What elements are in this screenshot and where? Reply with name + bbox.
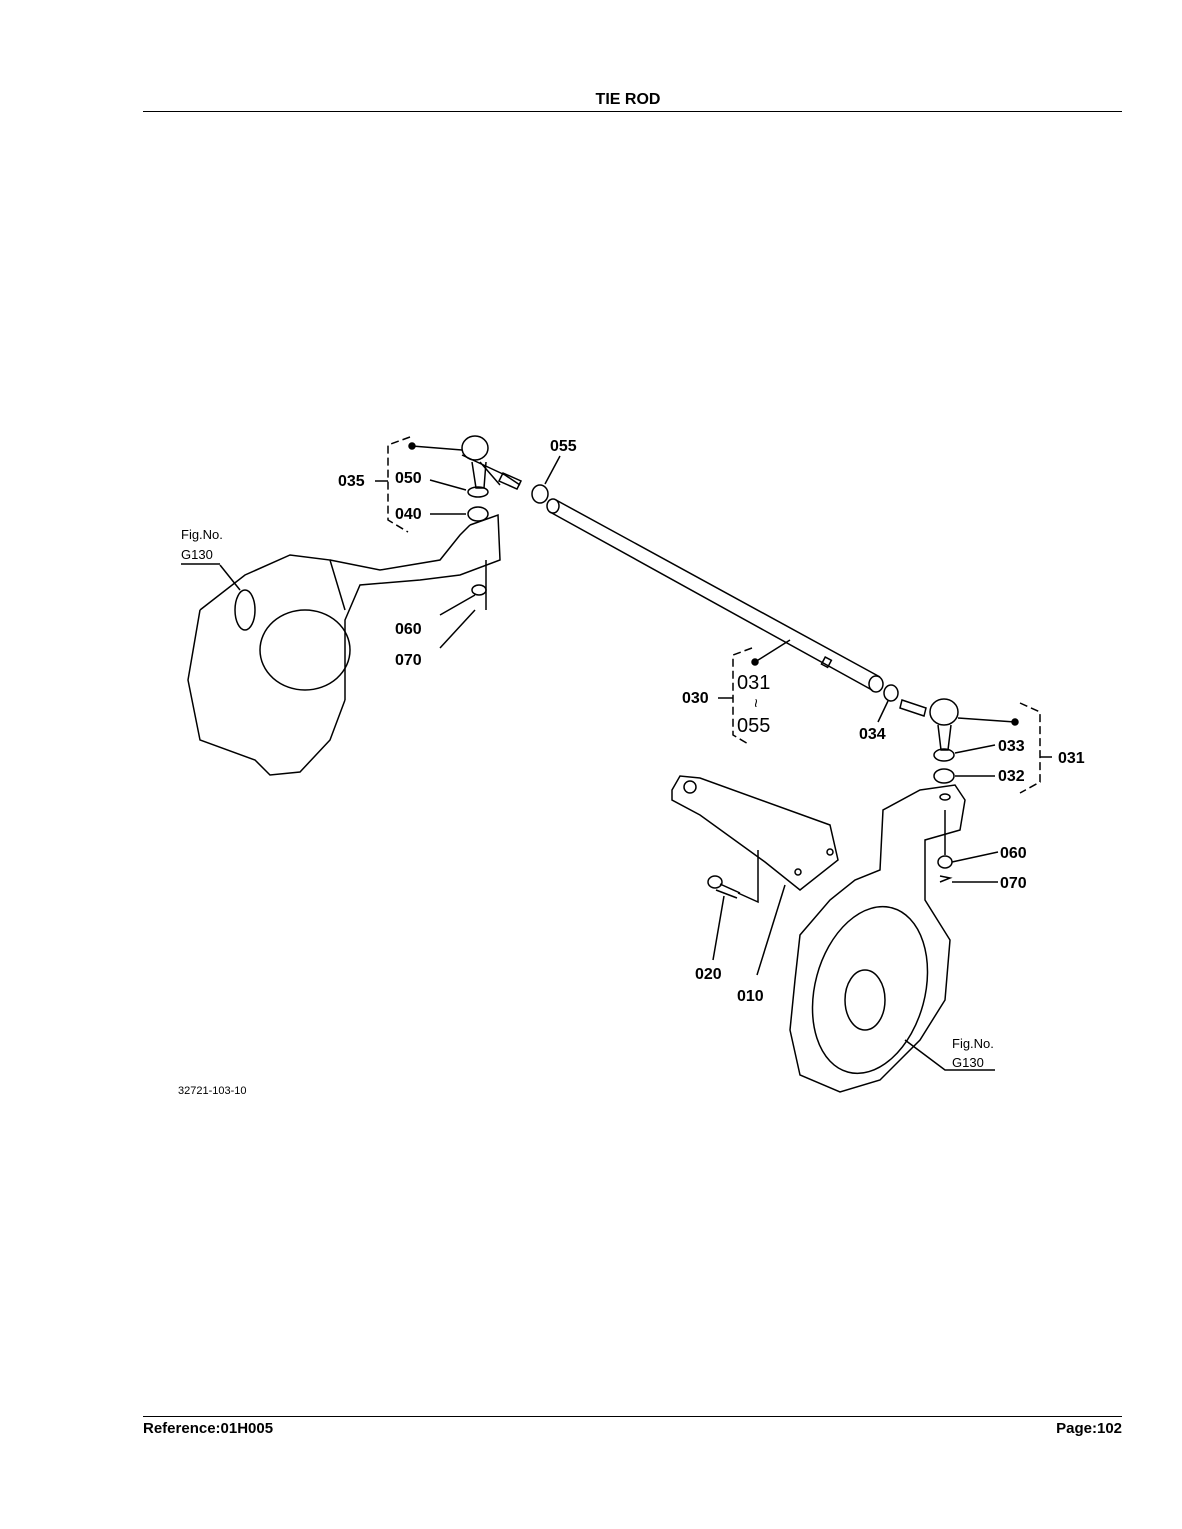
callout-020: 020 (695, 966, 722, 983)
footer-reference: Reference:01H005 (143, 1420, 274, 1437)
footer-page: Page:102 (1056, 1420, 1122, 1437)
lock-nut-055 (531, 455, 561, 504)
callout-010: 010 (737, 988, 764, 1005)
group-bracket-035 (387, 436, 411, 533)
left-knuckle-arm (181, 513, 501, 776)
steering-arm-010 (671, 775, 839, 976)
fig-ref-right-label: Fig.No. (952, 1036, 994, 1051)
callout-range-tilde: ~ (746, 698, 764, 708)
callout-040: 040 (395, 506, 422, 523)
page-title: TIE ROD (595, 91, 661, 108)
tie-rod-tube (546, 498, 884, 693)
callout-070-right: 070 (1000, 875, 1027, 892)
callout-070-left: 070 (395, 652, 422, 669)
callout-035: 035 (338, 473, 365, 490)
left-tie-rod-end (408, 435, 523, 522)
header-divider (143, 111, 1122, 112)
callout-060-left: 060 (395, 621, 422, 638)
callout-055: 055 (550, 438, 577, 455)
right-tie-rod-end (899, 698, 1019, 784)
callout-032: 032 (998, 768, 1025, 785)
footer-divider (143, 1416, 1122, 1417)
drawing-number: 32721-103-10 (178, 1085, 247, 1097)
callout-range-end: 055 (737, 715, 771, 737)
bolt-020 (707, 875, 741, 961)
callout-033: 033 (998, 738, 1025, 755)
callout-031: 031 (1058, 750, 1085, 767)
fig-ref-left-label: Fig.No. (181, 527, 223, 542)
right-knuckle (789, 784, 999, 1093)
fig-ref-right-number: G130 (952, 1055, 984, 1070)
group-bracket-031 (1019, 702, 1041, 794)
callout-060-right: 060 (1000, 845, 1027, 862)
callout-030: 030 (682, 690, 709, 707)
callout-range-start: 031 (737, 672, 771, 694)
fig-ref-left-number: G130 (181, 547, 213, 562)
callout-034: 034 (859, 726, 886, 743)
callout-050: 050 (395, 470, 422, 487)
